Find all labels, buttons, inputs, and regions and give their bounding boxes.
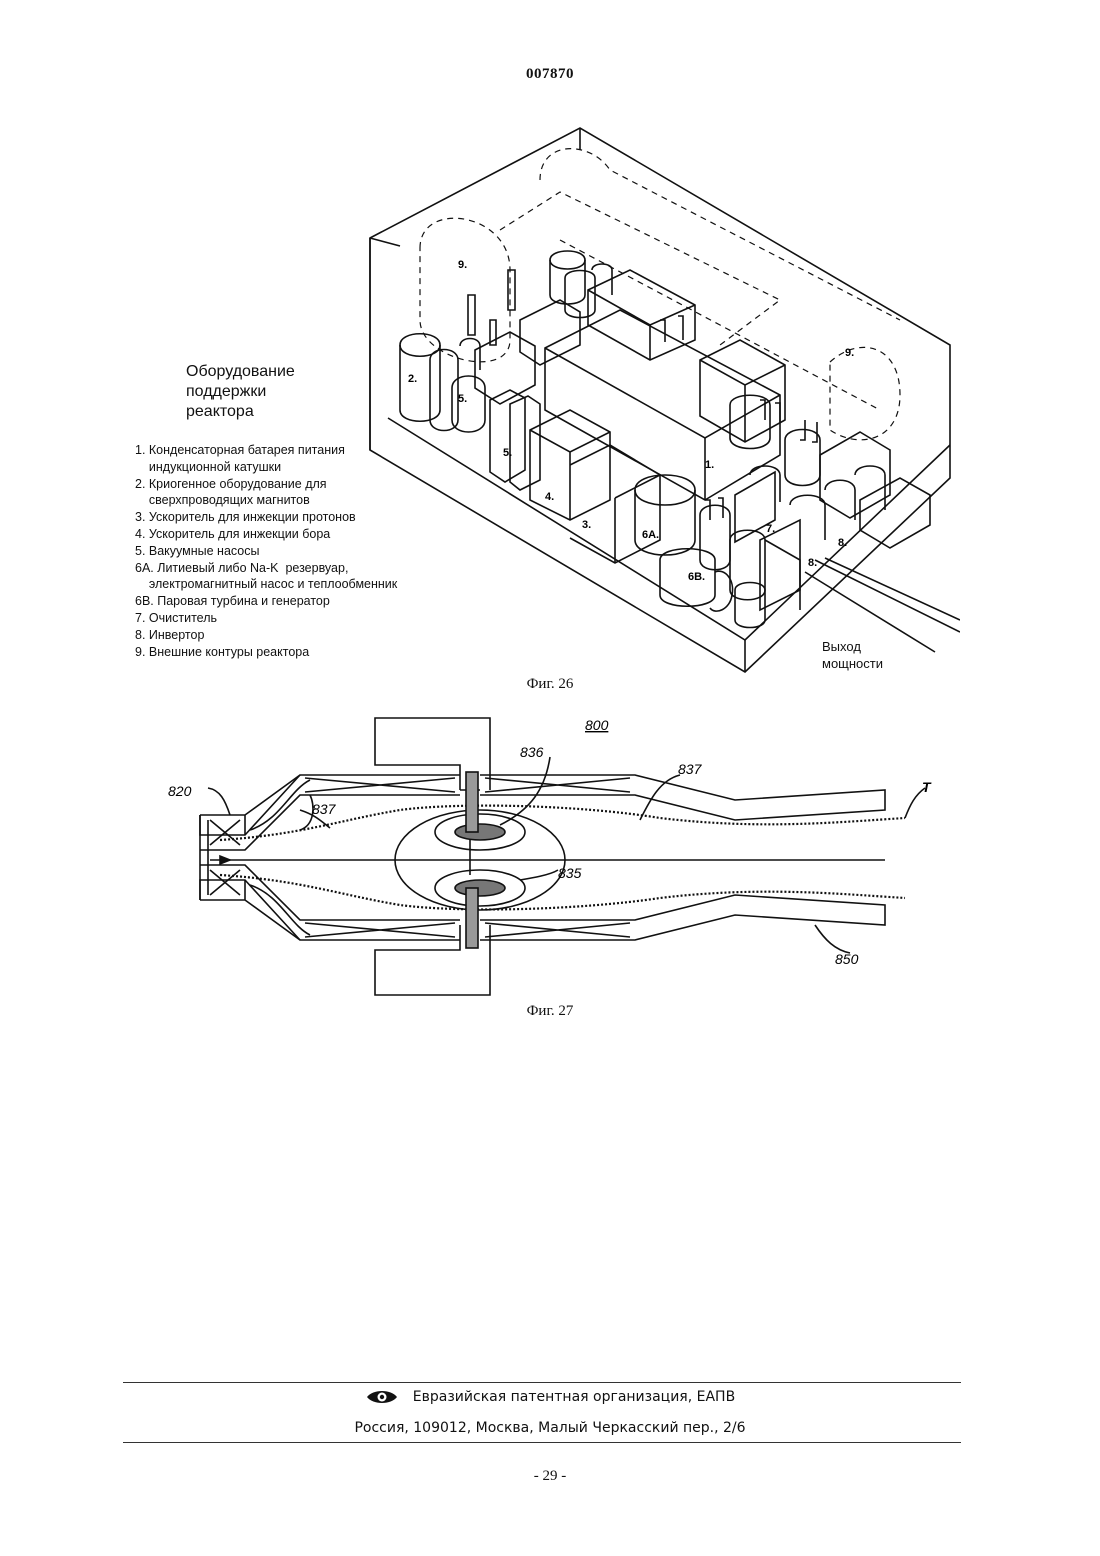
power-output-line: мощности <box>822 655 883 672</box>
legend-list: 1. Конденсаторная батарея питания индукц… <box>135 442 465 660</box>
power-output-label: Выход мощности <box>822 638 883 672</box>
legend-title-line: Оборудование <box>186 362 356 382</box>
callout-2: 2. <box>408 373 417 385</box>
callout-9-right: 9. <box>845 347 854 359</box>
figure-26-caption: Фиг. 26 <box>0 676 1100 693</box>
label-850: 850 <box>835 951 859 967</box>
eapo-eye-icon <box>365 1388 399 1406</box>
callout-8-a: 8. <box>838 537 847 549</box>
label-820: 820 <box>168 783 192 799</box>
figure-27-caption: Фиг. 27 <box>0 1003 1100 1020</box>
legend-item: 2. Криогенное оборудование для <box>135 476 465 493</box>
callout-6b: 6В. <box>688 571 705 583</box>
legend-item: 1. Конденсаторная батарея питания <box>135 442 465 459</box>
organization-name: Евразийская патентная организация, ЕАПВ <box>413 1389 735 1405</box>
figure-27-drawing: 800 836 837 820 837 T 835 850 <box>160 710 940 1000</box>
callout-9-left: 9. <box>458 259 467 271</box>
label-837-left: 837 <box>312 801 337 817</box>
legend-item: сверхпроводящих магнитов <box>135 492 465 509</box>
callout-8-b: 8. <box>808 557 817 569</box>
legend-item: 4. Ускоритель для инжекции бора <box>135 526 465 543</box>
footer-divider <box>123 1442 961 1443</box>
label-800: 800 <box>585 717 609 733</box>
legend-item: 8. Инвертор <box>135 627 465 644</box>
legend-title: Оборудование поддержки реактора <box>186 362 356 422</box>
label-836: 836 <box>520 744 544 760</box>
legend-item: 5. Вакуумные насосы <box>135 543 465 560</box>
footer-address: Россия, 109012, Москва, Малый Черкасский… <box>0 1420 1100 1436</box>
legend-item: электромагнитный насос и теплообменник <box>135 576 465 593</box>
label-835: 835 <box>558 865 582 881</box>
footer-divider <box>123 1382 961 1383</box>
label-837-top: 837 <box>678 761 703 777</box>
legend-item: 7. Очиститель <box>135 610 465 627</box>
callout-4: 4. <box>545 491 554 503</box>
legend-item: индукционной катушки <box>135 459 465 476</box>
power-output-line: Выход <box>822 638 883 655</box>
callout-1: 1. <box>705 459 714 471</box>
patent-number: 007870 <box>0 66 1100 83</box>
legend-item: 6А. Литиевый либо Na-K резервуар, <box>135 560 465 577</box>
callout-5-a: 5. <box>458 393 467 405</box>
legend-item: 3. Ускоритель для инжекции протонов <box>135 509 465 526</box>
page-number: - 29 - <box>0 1468 1100 1485</box>
callout-6a: 6А. <box>642 529 659 541</box>
label-T: T <box>922 779 932 795</box>
callout-7: 7. <box>766 523 775 535</box>
legend-item: 9. Внешние контуры реактора <box>135 644 465 661</box>
legend-title-line: поддержки <box>186 382 356 402</box>
legend-title-line: реактора <box>186 402 356 422</box>
callout-3: 3. <box>582 519 591 531</box>
legend-item: 6В. Паровая турбина и генератор <box>135 593 465 610</box>
footer-organization: Евразийская патентная организация, ЕАПВ <box>0 1388 1100 1406</box>
callout-5-b: 5. <box>503 447 512 459</box>
